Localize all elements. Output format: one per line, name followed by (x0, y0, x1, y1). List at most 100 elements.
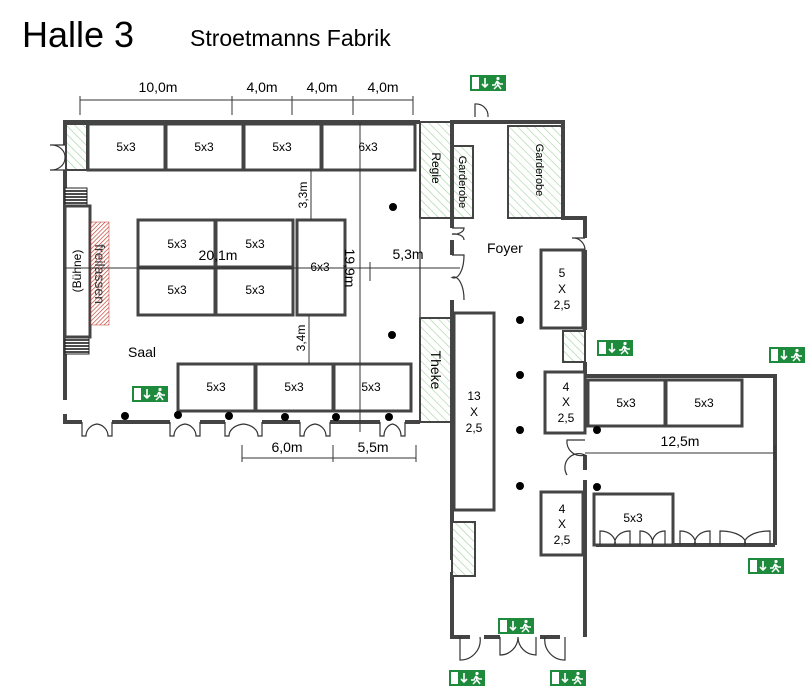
door-icon[interactable] (719, 530, 771, 547)
emergency-exit-sign-icon (469, 74, 507, 92)
door-icon[interactable] (299, 422, 331, 437)
door-icon[interactable] (474, 103, 489, 118)
svg-text:X: X (470, 405, 478, 419)
svg-text:2,5: 2,5 (466, 421, 483, 435)
booth: 5x3 (586, 378, 667, 428)
door-icon[interactable] (81, 422, 113, 437)
svg-text:X: X (558, 282, 566, 296)
svg-text:5x3: 5x3 (245, 283, 265, 297)
booth: 5x3 (136, 266, 217, 317)
svg-text:10,0m: 10,0m (139, 79, 178, 95)
pillar-icon (121, 412, 129, 420)
foyer: Garderobe Garderobe Foyer (450, 120, 777, 639)
svg-text:5x3: 5x3 (616, 396, 636, 410)
door-icon[interactable] (599, 530, 631, 546)
booth: 5x3 (332, 362, 413, 413)
saal-dimensions: 20,1m 5,3m 19,9m 3,3m 3,4m 6,0m 5,5m (65, 122, 460, 462)
svg-text:5x3: 5x3 (194, 140, 214, 154)
svg-text:5x3: 5x3 (272, 140, 292, 154)
svg-text:13: 13 (467, 389, 481, 403)
pillar-icon (593, 426, 601, 434)
extension-dimension: 12,5m (585, 433, 776, 460)
door-icon[interactable] (679, 530, 711, 546)
stage-label: (Bühne) (70, 250, 84, 293)
regie-label: Regie (429, 152, 443, 184)
svg-text:20,1m: 20,1m (199, 247, 238, 263)
hall-title: Halle 3 (22, 14, 134, 55)
emergency-exit-sign-icon (549, 669, 587, 687)
saal-booths: 5x3 5x3 5x3 6x3 5x3 5x3 5x3 5x3 6x3 5x3 … (86, 122, 417, 413)
svg-text:X: X (558, 517, 566, 531)
svg-text:12,5m: 12,5m (661, 433, 700, 449)
svg-text:4: 4 (563, 380, 570, 394)
booth: 5x3 (214, 266, 295, 317)
booth: 5x3 (86, 122, 167, 172)
top-dimension: 10,0m 4,0m 4,0m 4,0m (79, 79, 414, 115)
door-icon[interactable] (224, 422, 263, 437)
svg-text:5x3: 5x3 (167, 283, 187, 297)
svg-text:6x3: 6x3 (310, 260, 330, 274)
emergency-exit-sign-icon (747, 557, 785, 575)
keep-free-zone (90, 221, 110, 326)
theke-label: Theke (428, 351, 444, 390)
pillar-icon (516, 371, 524, 379)
door-icon[interactable] (451, 227, 465, 241)
svg-text:X: X (562, 395, 570, 409)
pillar-icon (225, 412, 233, 420)
door-icon[interactable] (169, 422, 201, 437)
svg-text:2,5: 2,5 (558, 411, 575, 425)
saal-label: Saal (128, 344, 156, 360)
svg-text:2,5: 2,5 (554, 298, 571, 312)
door-icon[interactable] (564, 439, 587, 476)
svg-text:5x3: 5x3 (167, 237, 187, 251)
svg-text:5x3: 5x3 (206, 380, 226, 394)
door-icon[interactable] (379, 422, 406, 437)
door-icon[interactable] (571, 237, 586, 251)
svg-text:4: 4 (559, 502, 566, 516)
booth: 13X 2,5 (452, 311, 496, 512)
svg-text:5,3m: 5,3m (392, 246, 423, 262)
svg-text:5x3: 5x3 (245, 237, 265, 251)
door-icon[interactable] (639, 530, 666, 546)
garderobe-large (507, 125, 563, 219)
booth: 5x3 (664, 378, 744, 428)
booth: 5x3 (164, 122, 245, 172)
svg-text:4,0m: 4,0m (367, 79, 398, 95)
booth: 5x3 (254, 362, 335, 413)
emergency-exit-sign-icon (768, 346, 806, 364)
booth: 5x3 (176, 362, 257, 413)
hatched-entry (65, 123, 88, 171)
svg-text:5: 5 (559, 266, 566, 280)
pillar-icon (281, 413, 289, 421)
svg-text:3,3m: 3,3m (296, 182, 310, 209)
booth: 6x3 (320, 122, 417, 172)
theke-room (419, 317, 453, 423)
door-icon[interactable] (450, 254, 465, 301)
pillar-icon (174, 411, 182, 419)
doors (49, 103, 771, 661)
booth: 4X2,5 (539, 490, 585, 557)
emergency-exit-sign-icon (497, 617, 535, 635)
pillars (121, 203, 601, 491)
svg-text:4,0m: 4,0m (246, 79, 277, 95)
svg-text:4,0m: 4,0m (306, 79, 337, 95)
booth: 5x3 (242, 122, 323, 172)
door-icon[interactable] (49, 144, 66, 171)
booth: 5X 2,5 (539, 248, 585, 330)
svg-text:19,9m: 19,9m (342, 249, 358, 288)
keep-free-label: freilassen (92, 244, 108, 304)
foyer-label: Foyer (487, 240, 523, 256)
pillar-icon (516, 482, 524, 490)
garderobe-small (452, 145, 474, 219)
svg-text:5,5m: 5,5m (357, 439, 388, 455)
booth: 5x3 (592, 492, 675, 547)
pillar-icon (388, 331, 396, 339)
emergency-exit-sign-icon (131, 385, 169, 403)
pillar-icon (385, 413, 393, 421)
pillar-icon (516, 316, 524, 324)
svg-text:Garderobe: Garderobe (456, 156, 468, 209)
door-icon[interactable] (459, 636, 566, 661)
svg-text:5x3: 5x3 (361, 380, 381, 394)
